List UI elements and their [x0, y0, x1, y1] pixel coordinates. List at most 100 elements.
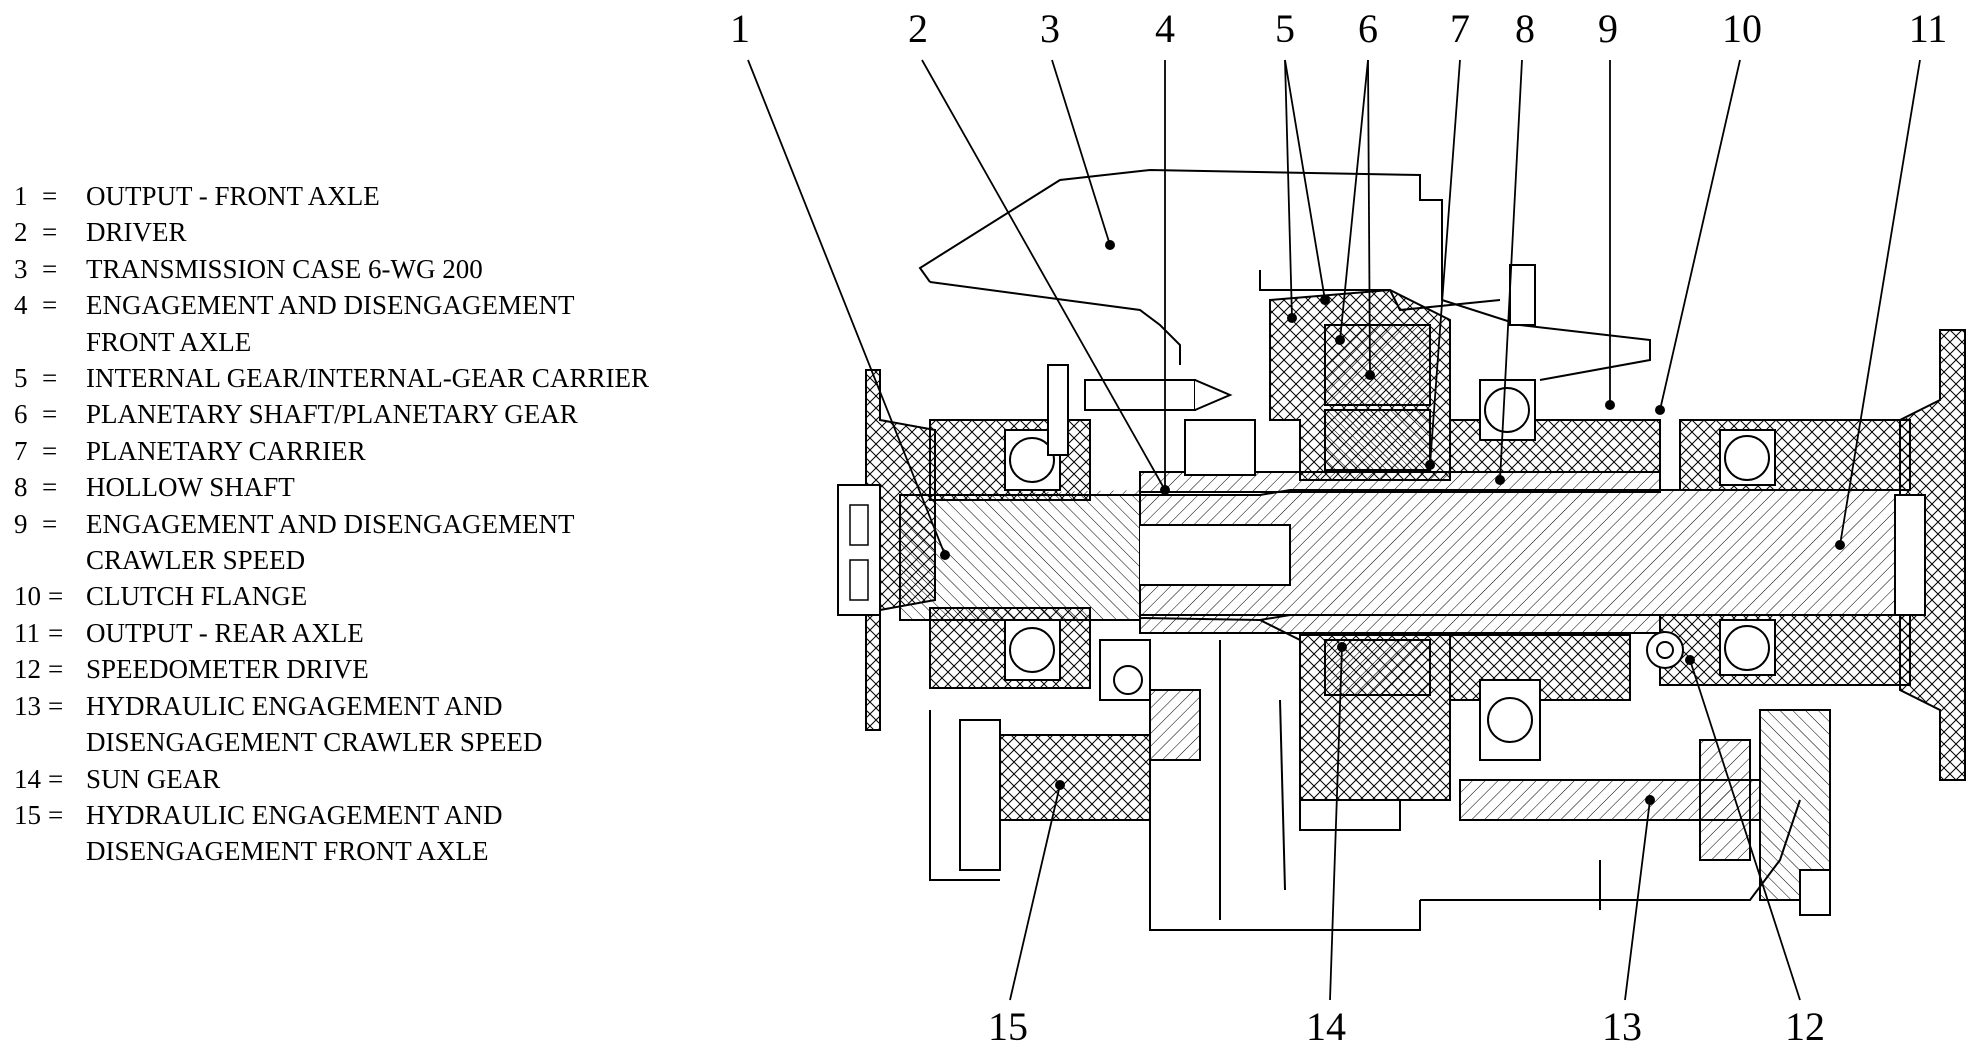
legend-separator: =: [42, 472, 58, 503]
legend-number-value: 8: [14, 472, 28, 503]
legend-number: 5=: [14, 360, 86, 396]
rear-axle-flange: [1646, 329, 1966, 781]
legend-row: DISENGAGEMENT CRAWLER SPEED: [14, 724, 774, 760]
legend-label: PLANETARY SHAFT/PLANETARY GEAR: [86, 399, 578, 430]
legend-row: 13=HYDRAULIC ENGAGEMENT AND: [14, 688, 774, 724]
callout-7: 7: [1450, 6, 1470, 51]
legend-number-value: 1: [14, 181, 28, 211]
callout-3: 3: [1040, 6, 1060, 51]
legend-separator: =: [42, 217, 58, 248]
legend-row: FRONT AXLE: [14, 324, 774, 360]
legend-number-value: 6: [14, 399, 28, 430]
callout-13: 13: [1602, 1004, 1642, 1049]
legend-separator: =: [42, 508, 58, 539]
callout-2: 2: [908, 6, 928, 51]
legend-number: 13=: [14, 688, 86, 724]
legend-row: 6=PLANETARY SHAFT/PLANETARY GEAR: [14, 396, 774, 432]
legend-number-value: 13: [14, 690, 41, 721]
legend-number: 1=: [14, 178, 86, 214]
legend-separator: =: [42, 363, 58, 394]
legend-number: 8=: [14, 469, 86, 505]
legend-separator: =: [48, 654, 64, 685]
legend-row: 11=OUTPUT - REAR AXLE: [14, 615, 774, 651]
legend-separator: =: [48, 799, 64, 830]
legend-number-value: 10: [14, 581, 41, 612]
callout-6: 6: [1358, 6, 1378, 51]
callout-1: 1: [730, 6, 750, 51]
legend-label: PLANETARY CARRIER: [86, 435, 366, 466]
legend-separator: =: [48, 617, 64, 648]
main-shaft: [899, 489, 1901, 622]
legend-label: DISENGAGEMENT CRAWLER SPEED: [86, 727, 543, 758]
legend-number-value: 9: [14, 508, 28, 539]
legend-row: 10=CLUTCH FLANGE: [14, 578, 774, 614]
legend-row: CRAWLER SPEED: [14, 542, 774, 578]
callout-15: 15: [988, 1004, 1028, 1049]
legend-number-value: 14: [14, 763, 41, 794]
legend-number-value: 3: [14, 253, 28, 284]
legend-row: 4=ENGAGEMENT AND DISENGAGEMENT: [14, 287, 774, 323]
callout-12: 12: [1785, 1004, 1825, 1049]
legend-separator: =: [42, 181, 58, 211]
legend-separator: =: [42, 435, 58, 466]
callout-leaders: [747, 59, 1921, 1001]
legend-number: 2=: [14, 214, 86, 250]
callout-4: 4: [1155, 6, 1175, 51]
legend-label: CRAWLER SPEED: [86, 545, 306, 576]
legend-row: 2=DRIVER: [14, 214, 774, 250]
legend-label: INTERNAL GEAR/INTERNAL-GEAR CARRIER: [86, 363, 649, 394]
callout-5: 5: [1275, 6, 1295, 51]
legend-row: 3=TRANSMISSION CASE 6-WG 200: [14, 251, 774, 287]
callout-11: 11: [1909, 6, 1948, 51]
legend-separator: =: [48, 690, 64, 721]
legend-row: 8=HOLLOW SHAFT: [14, 469, 774, 505]
legend-label: HYDRAULIC ENGAGEMENT AND: [86, 799, 503, 830]
legend-label: HYDRAULIC ENGAGEMENT AND: [86, 690, 503, 721]
hollow-shaft: [1139, 471, 1661, 634]
legend-separator: =: [42, 399, 58, 430]
callout-numbers: 1 2 3 4 5 6 7 8 9 10 11 12 13 14 15: [730, 6, 1947, 1049]
front-axle-clutch: [959, 639, 1201, 871]
legend-number-value: 2: [14, 217, 28, 248]
legend-label: CLUTCH FLANGE: [86, 581, 308, 612]
legend-label: ENGAGEMENT AND DISENGAGEMENT: [86, 508, 575, 539]
legend-row: DISENGAGEMENT FRONT AXLE: [14, 833, 774, 869]
legend-label: OUTPUT - REAR AXLE: [86, 617, 364, 648]
legend-number-value: 5: [14, 363, 28, 394]
legend-label: OUTPUT - FRONT AXLE: [86, 181, 380, 211]
legend-number: 14=: [14, 761, 86, 797]
legend-label: ENGAGEMENT AND DISENGAGEMENT: [86, 290, 575, 321]
legend-number-value: 15: [14, 799, 41, 830]
legend-number: 15=: [14, 797, 86, 833]
legend-label: FRONT AXLE: [86, 326, 252, 357]
legend-number: 6=: [14, 396, 86, 432]
legend-label: DISENGAGEMENT FRONT AXLE: [86, 836, 489, 867]
legend-number: 10=: [14, 578, 86, 614]
top-details: [1047, 264, 1536, 476]
legend-row: 7 = PLANETARY CARRIER: [14, 433, 774, 469]
legend-row: 15=HYDRAULIC ENGAGEMENT AND: [14, 797, 774, 833]
legend-label: HOLLOW SHAFT: [86, 472, 295, 503]
legend-row: 14=SUN GEAR: [14, 761, 774, 797]
legend-label: DRIVER: [86, 217, 187, 248]
legend-row: 12=SPEEDOMETER DRIVE: [14, 651, 774, 687]
legend-number: 4=: [14, 287, 86, 323]
callout-10: 10: [1722, 6, 1762, 51]
legend-separator: =: [42, 253, 58, 284]
legend-separator: =: [42, 290, 58, 321]
legend-row: 1=OUTPUT - FRONT AXLE: [14, 178, 774, 214]
legend-number: 11=: [14, 615, 86, 651]
callout-8: 8: [1515, 6, 1535, 51]
legend-row: 5=INTERNAL GEAR/INTERNAL-GEAR CARRIER: [14, 360, 774, 396]
legend-number: 9=: [14, 506, 86, 542]
legend-separator: =: [48, 581, 64, 612]
legend-number-value: 7: [14, 435, 28, 466]
legend-label: TRANSMISSION CASE 6-WG 200: [86, 253, 483, 284]
legend-separator: =: [48, 763, 64, 794]
legend-number: 12=: [14, 651, 86, 687]
callout-14: 14: [1306, 1004, 1346, 1049]
crawler-speed-shaft: [1459, 679, 1831, 916]
legend-number: 3=: [14, 251, 86, 287]
